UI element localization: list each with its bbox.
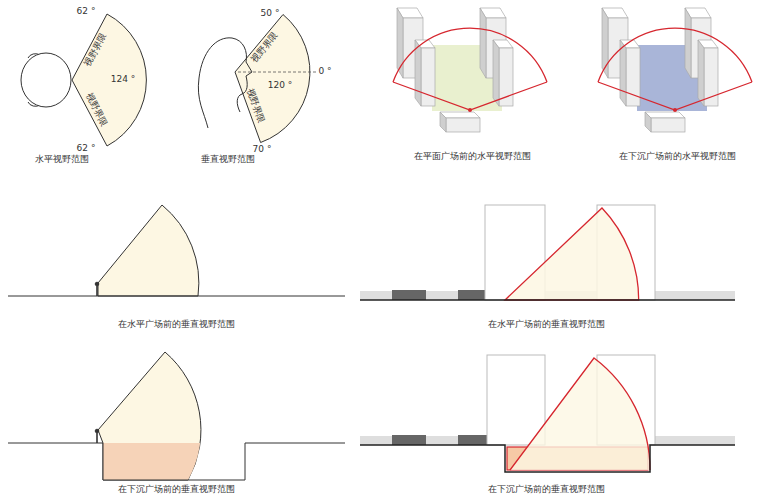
low-building xyxy=(392,290,426,300)
building xyxy=(487,355,545,445)
view-wedge xyxy=(393,28,752,110)
sunken-field xyxy=(103,443,201,480)
angle-label: 视野界限 xyxy=(244,87,266,124)
view-sector xyxy=(505,208,639,300)
building-block xyxy=(698,40,704,106)
angle-label: 50 ° xyxy=(261,9,280,19)
building-block xyxy=(626,48,640,106)
viewer-dot xyxy=(468,108,472,112)
person xyxy=(95,429,99,443)
plan-view xyxy=(602,8,718,132)
building-block xyxy=(685,8,691,78)
building-block xyxy=(645,112,685,118)
viewer-dot xyxy=(673,108,677,112)
plan-view xyxy=(397,8,513,132)
person xyxy=(95,282,99,296)
view-sector xyxy=(510,358,650,470)
caption-text: 在水平广场前的垂直视野范围 xyxy=(118,320,235,330)
angle-label: 124 ° xyxy=(111,75,136,85)
building-block xyxy=(620,40,626,106)
ground-line xyxy=(8,296,345,297)
building-block xyxy=(645,112,651,132)
angle-label: 70 ° xyxy=(253,145,272,155)
low-building xyxy=(392,435,426,445)
angle-label: 视野界限 xyxy=(83,92,109,128)
angle-label: 62 ° xyxy=(77,144,96,154)
building-block xyxy=(493,40,499,106)
low-buildings xyxy=(650,436,735,445)
angle-label: 视野界限 xyxy=(250,31,281,65)
sunken-ground xyxy=(360,445,735,472)
angle-label: 120 ° xyxy=(268,81,293,91)
caption-text: 在下沉广场前的垂直视野范围 xyxy=(488,485,605,495)
field-sector xyxy=(98,205,199,296)
head-top-view xyxy=(21,53,71,107)
building-block xyxy=(480,8,486,78)
caption-text: 水平视野范围 xyxy=(35,155,89,165)
angle-label: 62 ° xyxy=(77,7,96,17)
caption-text: 在下沉广场前的垂直视野范围 xyxy=(118,485,235,495)
field-sector xyxy=(72,14,146,146)
field-sector xyxy=(98,352,201,480)
building-block xyxy=(440,112,480,118)
caption-text: 在下沉广场前的水平视野范围 xyxy=(619,152,736,162)
building-block xyxy=(421,48,435,106)
building-block xyxy=(446,118,480,132)
dashed-axis xyxy=(238,72,316,73)
head-profile xyxy=(198,38,252,128)
ground-line xyxy=(360,299,735,301)
building-block xyxy=(651,118,685,132)
building-block xyxy=(415,40,421,106)
caption-text: 在水平广场前的垂直视野范围 xyxy=(488,320,605,330)
angle-label: 视野界限 xyxy=(83,32,109,68)
low-buildings xyxy=(360,436,505,445)
sunken-ground xyxy=(8,443,345,480)
building-block xyxy=(440,112,446,132)
caption-text: 垂直视野范围 xyxy=(201,155,255,165)
caption-text: 在平面广场前的水平视野范围 xyxy=(414,152,531,162)
angle-label: 0 ° xyxy=(318,67,331,77)
